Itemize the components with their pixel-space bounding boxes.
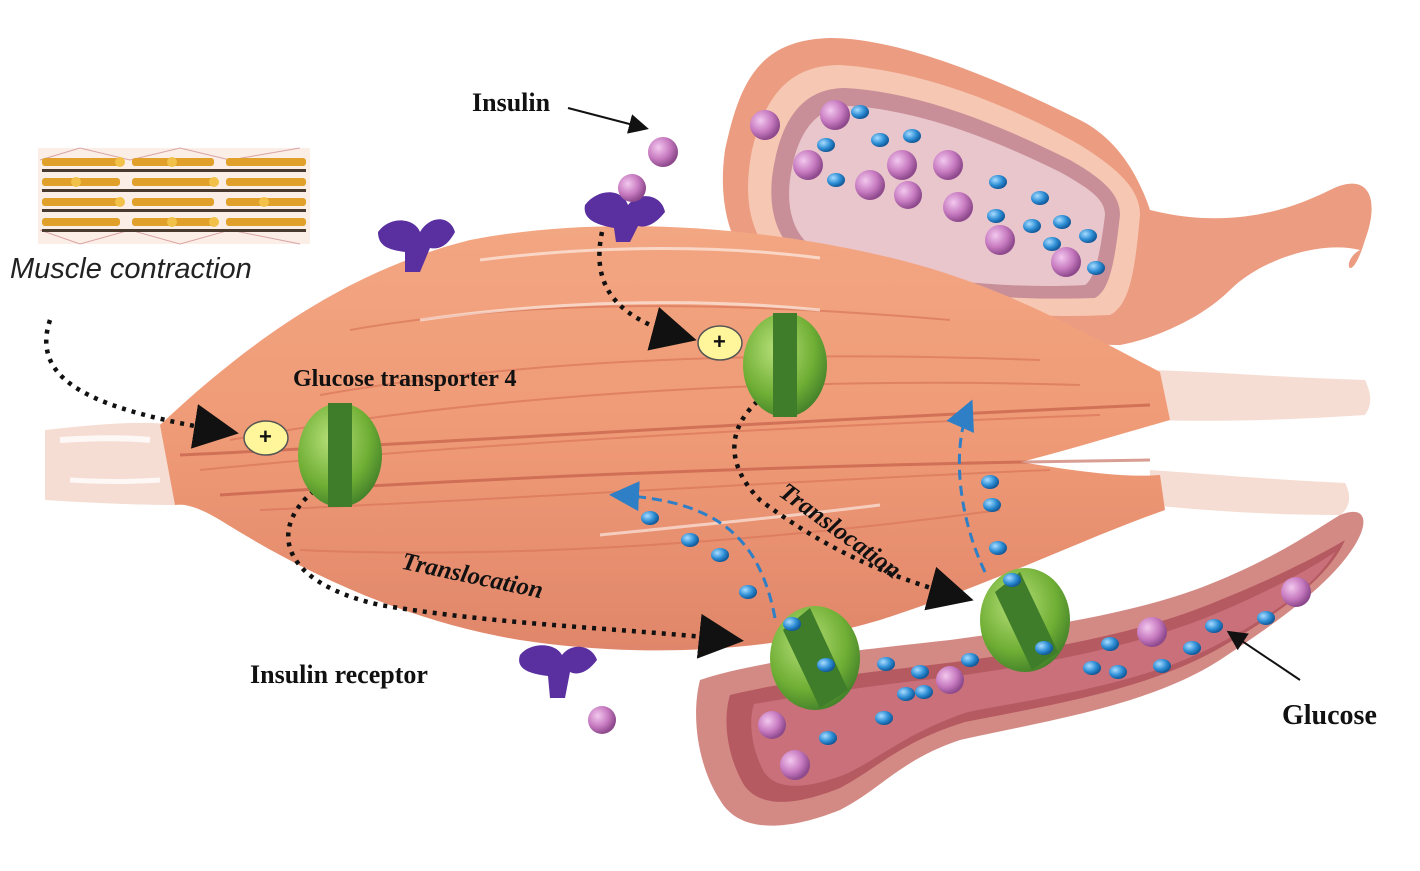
- glucose-particles: [641, 105, 1275, 745]
- insulin-receptor-2: [584, 192, 665, 242]
- insulin-particles: [588, 100, 1311, 780]
- blood-vessel-top: [722, 38, 1372, 345]
- glucose-uptake-arrow-2: [946, 399, 987, 573]
- plus-badge-1: +: [259, 424, 272, 449]
- insulin-receptor-label: Insulin receptor: [250, 660, 428, 689]
- glut4-3: [770, 606, 860, 710]
- plus-badges: [243, 325, 743, 456]
- muscle-fiber: [45, 226, 1371, 651]
- insulin-signal-arrow: [597, 231, 697, 351]
- contraction-arrow: [44, 319, 239, 449]
- insulin-pointer: [567, 107, 649, 134]
- sarcomere-pattern: [38, 147, 310, 245]
- insulin-receptor-shapes: [378, 192, 665, 698]
- insulin-label: Insulin: [472, 88, 551, 117]
- glucose-uptake-arrow-1: [609, 481, 777, 619]
- insulin-receptor-3: [519, 645, 597, 698]
- insulin-receptor-1: [378, 219, 455, 272]
- translocation-arrow-1: [286, 483, 744, 659]
- plus-badge-2-shape: [697, 325, 743, 361]
- plus-badge-2: +: [713, 329, 726, 354]
- glucose-label: Glucose: [1282, 700, 1377, 731]
- glucose-pointer: [1226, 630, 1301, 681]
- glut4-2: [743, 313, 827, 417]
- plus-badge-1-shape: [243, 420, 289, 456]
- glut4-label: Glucose transporter 4: [293, 366, 517, 392]
- glut4-1: [298, 403, 382, 507]
- muscle-contraction-label: Muscle contraction: [10, 253, 252, 285]
- glut4-4: [980, 568, 1070, 672]
